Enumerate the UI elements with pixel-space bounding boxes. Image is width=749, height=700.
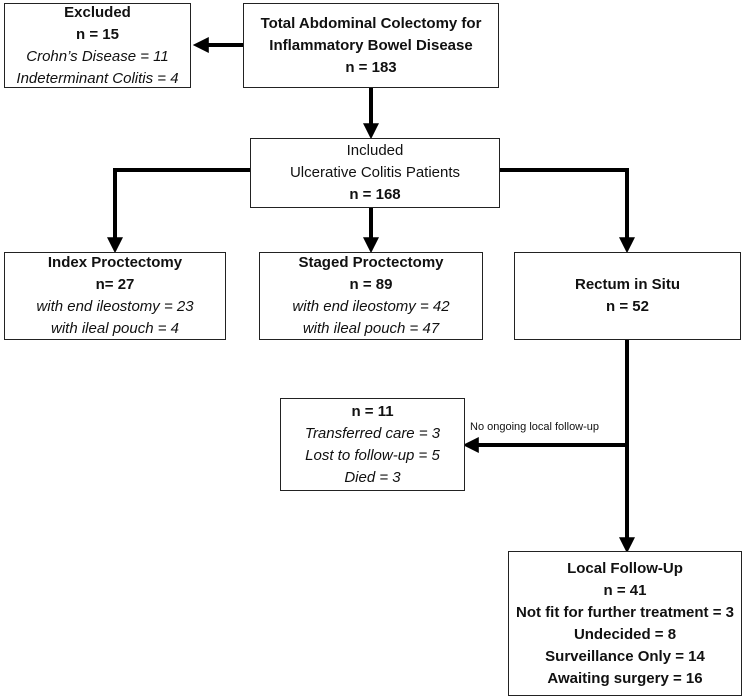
included-subtitle: Ulcerative Colitis Patients (289, 164, 461, 181)
no-followup-box: n = 11 Transferred care = 3 Lost to foll… (280, 398, 465, 491)
included-box: Included Ulcerative Colitis Patients n =… (250, 138, 500, 208)
local-followup-n: n = 41 (603, 581, 647, 599)
transferred-care: Transferred care = 3 (304, 424, 441, 442)
staged-proctectomy-box: Staged Proctectomy n = 89 with end ileos… (259, 252, 483, 340)
index-proctectomy-box: Index Proctectomy n= 27 with end ileosto… (4, 252, 226, 340)
excluded-crohns: Crohn’s Disease = 11 (26, 47, 169, 65)
included-title: Included (346, 142, 404, 159)
lost-to-followup: Lost to follow-up = 5 (305, 446, 440, 464)
no-followup-n: n = 11 (351, 402, 394, 420)
index-end-ileostomy: with end ileostomy = 23 (36, 298, 194, 315)
no-followup-edge-label: No ongoing local follow-up (470, 421, 600, 433)
index-ileal-pouch: with ileal pouch = 4 (51, 320, 179, 337)
branch-to-index (107, 168, 250, 254)
included-n: n = 168 (349, 186, 401, 203)
local-followup-title: Local Follow-Up (567, 559, 683, 577)
staged-proctectomy-n: n = 89 (349, 276, 393, 293)
branch-to-rectum (500, 168, 635, 254)
total-title-line2: Inflammatory Bowel Disease (269, 36, 473, 54)
staged-end-ileostomy: with end ileostomy = 42 (292, 298, 450, 315)
staged-proctectomy-title: Staged Proctectomy (298, 254, 444, 271)
surveillance-only: Surveillance Only = 14 (545, 647, 705, 665)
rectum-in-situ-title: Rectum in Situ (574, 276, 680, 293)
rectum-in-situ-n: n = 52 (606, 298, 649, 315)
excluded-box: Excluded n = 15 Crohn’s Disease = 11 Ind… (4, 3, 191, 88)
index-proctectomy-n: n= 27 (95, 276, 135, 293)
local-followup-box: Local Follow-Up n = 41 Not fit for furth… (508, 551, 742, 696)
died: Died = 3 (344, 468, 401, 486)
staged-ileal-pouch: with ileal pouch = 47 (302, 320, 440, 337)
excluded-n: n = 15 (76, 25, 119, 43)
total-title-line1: Total Abdominal Colectomy for (260, 14, 482, 32)
index-proctectomy-title: Index Proctectomy (47, 254, 183, 271)
not-fit-treatment: Not fit for further treatment = 3 (516, 603, 734, 621)
rectum-in-situ-box: Rectum in Situ n = 52 (514, 252, 741, 340)
awaiting-surgery: Awaiting surgery = 16 (547, 669, 703, 687)
total-colectomy-box: Total Abdominal Colectomy for Inflammato… (243, 3, 499, 88)
undecided: Undecided = 8 (573, 625, 677, 643)
excluded-title: Excluded (64, 3, 131, 21)
excluded-indeterminant: Indeterminant Colitis = 4 (16, 69, 179, 87)
total-n: n = 183 (345, 58, 397, 76)
